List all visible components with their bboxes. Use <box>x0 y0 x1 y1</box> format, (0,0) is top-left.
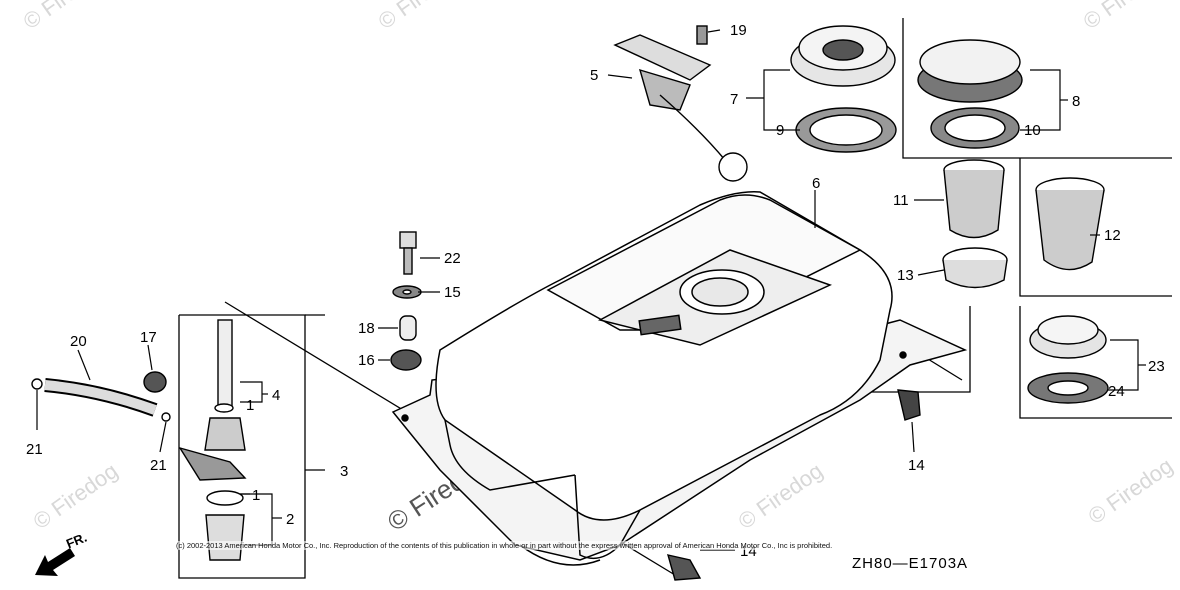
callout-8: 8 <box>1072 93 1080 110</box>
callout-22: 22 <box>444 250 461 267</box>
callout-15: 15 <box>444 284 461 301</box>
callout-19: 19 <box>730 22 747 39</box>
fuel-valve-assembly <box>178 319 247 561</box>
watermark-bottom-left: © Firedog <box>29 458 123 534</box>
callout-9: 9 <box>776 122 784 139</box>
front-arrow-icon <box>35 548 75 576</box>
fuel-hose-parts <box>31 371 921 581</box>
watermark-top-left: © Firedog <box>19 0 113 34</box>
callout-12: 12 <box>1104 227 1121 244</box>
fuel-gauge-cover <box>613 25 748 182</box>
callout-16: 16 <box>358 352 375 369</box>
callout-13: 13 <box>897 267 914 284</box>
callout-1-upper: 1 <box>246 397 254 414</box>
watermark-top-right: © Firedog <box>1079 0 1173 34</box>
watermark-top-mid: © Firedog <box>374 0 468 34</box>
fuel-cap-assembly-left <box>790 25 897 153</box>
callout-21-left: 21 <box>26 441 43 458</box>
leader-lines <box>36 29 1146 551</box>
callout-17: 17 <box>140 329 157 346</box>
fuel-strainers <box>942 159 1105 289</box>
callout-2: 2 <box>286 511 294 528</box>
callout-23: 23 <box>1148 358 1165 375</box>
callout-14-right: 14 <box>908 457 925 474</box>
callout-20: 20 <box>70 333 87 350</box>
callout-24: 24 <box>1108 383 1125 400</box>
copyright-notice: (c) 2002-2013 American Honda Motor Co., … <box>176 541 1016 550</box>
mounting-hardware <box>390 231 422 371</box>
diagram-code: ZH80—E1703A <box>852 555 969 572</box>
callout-11: 11 <box>893 192 909 209</box>
callout-1-lower: 1 <box>252 487 260 504</box>
callout-7: 7 <box>730 91 738 108</box>
fuel-cap-assembly-lower <box>1027 315 1109 404</box>
callout-3: 3 <box>340 463 348 480</box>
fuel-tank <box>391 191 968 566</box>
fuel-cap-assembly-right <box>917 39 1023 149</box>
callout-21-right: 21 <box>150 457 167 474</box>
watermark-bottom-mid: © Firedog <box>734 458 828 534</box>
watermark-bottom-right: © Firedog <box>1084 453 1178 529</box>
callout-18: 18 <box>358 320 375 337</box>
callout-4: 4 <box>272 387 280 404</box>
callout-6: 6 <box>812 175 820 192</box>
callout-10: 10 <box>1024 122 1041 139</box>
callout-5: 5 <box>590 67 598 84</box>
callout-numbers: 5 19 7 9 8 10 6 11 12 13 22 15 18 16 23 … <box>26 22 1165 560</box>
